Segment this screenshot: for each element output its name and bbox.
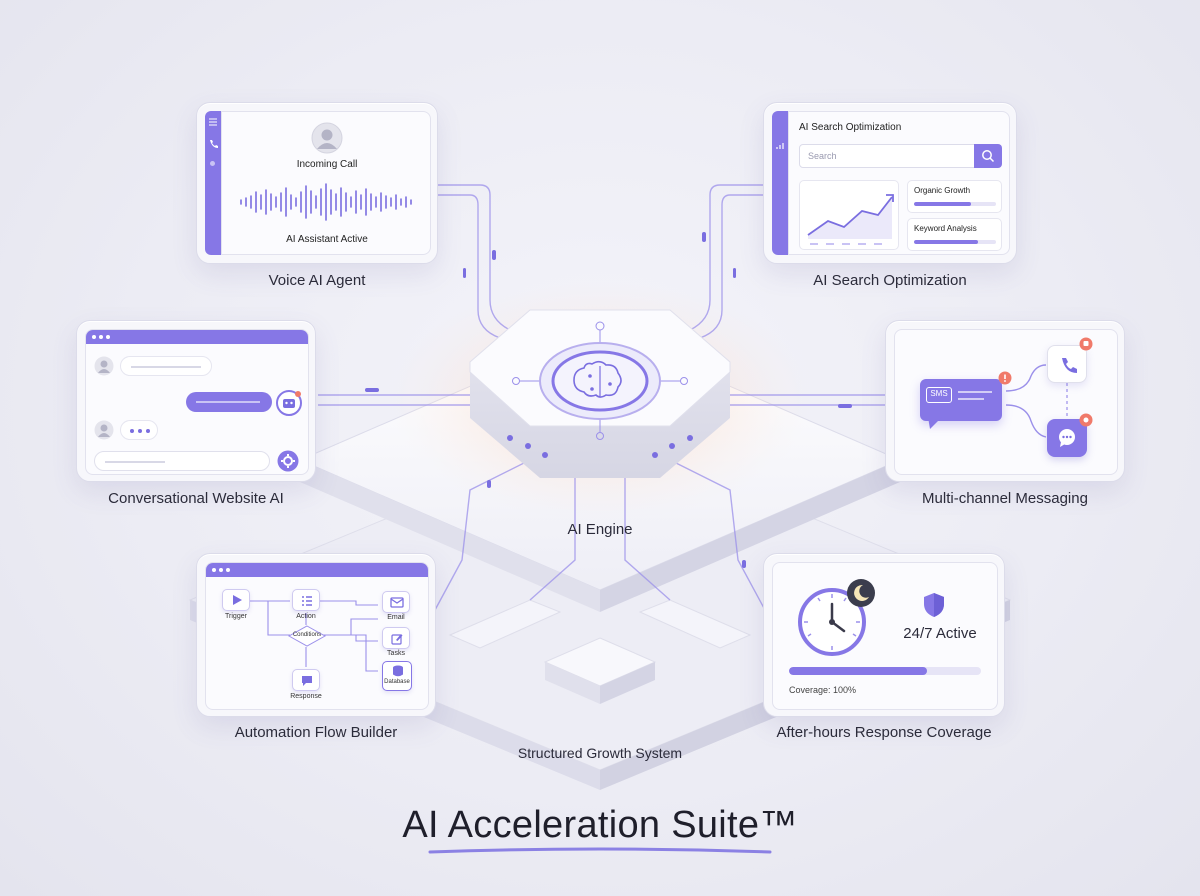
search-panel: AI Search Optimization Search Organic Gr…	[788, 111, 1010, 255]
notification-badge	[1079, 337, 1093, 351]
tasks-label: Tasks	[387, 650, 405, 657]
flow-card: Trigger Action Conditions Email Tasks Re…	[196, 553, 436, 717]
brain-icon	[539, 342, 661, 420]
assistant-status: AI Assistant Active	[286, 234, 368, 245]
suite-title: AI Acceleration Suite™	[402, 804, 798, 846]
database-icon	[393, 665, 403, 677]
ai-engine-label: AI Engine	[567, 521, 633, 538]
chat-channel[interactable]	[1047, 419, 1087, 457]
flow-node-trigger[interactable]	[222, 589, 250, 611]
keyword-analysis-label: Keyword Analysis	[914, 224, 977, 233]
chat-input[interactable]	[94, 451, 270, 471]
organic-growth-box: Organic Growth	[907, 180, 1002, 213]
typing-indicator	[120, 420, 158, 440]
mail-icon	[390, 597, 404, 608]
alert-badge	[998, 371, 1012, 385]
flow-caption: Automation Flow Builder	[234, 724, 398, 741]
voice-waveform	[240, 183, 412, 221]
search-icon	[982, 150, 995, 163]
flow-window: Trigger Action Conditions Email Tasks Re…	[205, 562, 429, 710]
chat-window	[85, 329, 309, 475]
status-dot	[210, 161, 215, 166]
keyword-analysis-box: Keyword Analysis	[907, 218, 1002, 251]
afterhours-panel: 24/7 Active Coverage: 100%	[772, 562, 998, 710]
coverage-bar	[789, 667, 981, 675]
user-message-bubble	[120, 356, 212, 376]
user-avatar-icon	[311, 122, 343, 154]
chat-card	[76, 320, 316, 482]
afterhours-status: 24/7 Active	[903, 625, 977, 642]
connection-lines	[318, 184, 885, 611]
trigger-label: Trigger	[225, 613, 247, 620]
phone-channel[interactable]	[1047, 345, 1087, 383]
menu-icon[interactable]	[208, 117, 218, 127]
voice-panel: Incoming Call AI Assistant Active	[221, 111, 431, 255]
sms-label: SMS	[930, 389, 948, 398]
list-icon	[302, 596, 312, 606]
search-placeholder: Search	[808, 151, 837, 161]
message-icon	[302, 676, 312, 686]
signal-icon	[776, 143, 784, 149]
clock-icon	[798, 588, 866, 656]
search-card: AI Search Optimization Search Organic Gr…	[763, 102, 1017, 264]
search-button[interactable]	[974, 144, 1002, 168]
database-label: Database	[384, 679, 410, 685]
bot-message-bubble	[186, 392, 272, 412]
organic-growth-label: Organic Growth	[914, 186, 971, 195]
organic-growth-bar	[914, 202, 996, 206]
edit-icon	[391, 634, 403, 645]
search-sidebar	[772, 111, 788, 255]
moon-icon	[847, 579, 875, 607]
voice-sidebar	[205, 111, 221, 255]
growth-chart	[799, 180, 899, 250]
growth-system-label: Structured Growth System	[517, 745, 683, 761]
flow-node-action[interactable]	[292, 589, 320, 611]
title-underline	[428, 847, 772, 854]
flow-node-response[interactable]	[292, 669, 320, 691]
gear-icon[interactable]	[277, 450, 299, 472]
coverage-label: Coverage: 100%	[789, 685, 857, 695]
sms-bubble: SMS	[920, 379, 1002, 429]
conditions-label: Conditions	[292, 632, 322, 638]
chat-bubble-icon	[1059, 429, 1075, 447]
incoming-call-label: Incoming Call	[296, 159, 358, 170]
phone-icon[interactable]	[208, 139, 218, 149]
user-avatar-icon	[94, 420, 114, 440]
voice-ai-card: Incoming Call AI Assistant Active	[196, 102, 438, 264]
bot-icon	[276, 390, 302, 416]
search-input[interactable]: Search	[799, 144, 975, 168]
afterhours-caption: After-hours Response Coverage	[776, 724, 992, 741]
shield-icon	[924, 593, 944, 617]
user-avatar-icon	[94, 356, 114, 376]
messaging-caption: Multi-channel Messaging	[922, 490, 1088, 507]
message-badge	[1079, 413, 1093, 427]
small-block	[543, 637, 657, 704]
play-icon	[233, 595, 242, 605]
flow-node-database[interactable]	[382, 661, 412, 691]
phone-icon	[1062, 358, 1077, 373]
response-label: Response	[290, 693, 322, 700]
messaging-card: SMS	[885, 320, 1125, 482]
chat-titlebar	[86, 330, 308, 344]
flow-node-email[interactable]	[382, 591, 410, 613]
flow-node-tasks[interactable]	[382, 627, 410, 649]
messaging-flow	[1005, 364, 1068, 438]
afterhours-card: 24/7 Active Coverage: 100%	[763, 553, 1005, 717]
keyword-analysis-bar	[914, 240, 996, 244]
voice-caption: Voice AI Agent	[268, 272, 366, 289]
search-panel-title: AI Search Optimization	[799, 122, 902, 133]
action-label: Action	[296, 613, 316, 620]
flow-connectors	[250, 600, 378, 672]
flow-titlebar	[206, 563, 428, 577]
chat-caption: Conversational Website AI	[108, 490, 284, 507]
flow-node-conditions[interactable]	[288, 625, 326, 647]
search-caption: AI Search Optimization	[813, 272, 967, 289]
email-label: Email	[387, 614, 405, 621]
